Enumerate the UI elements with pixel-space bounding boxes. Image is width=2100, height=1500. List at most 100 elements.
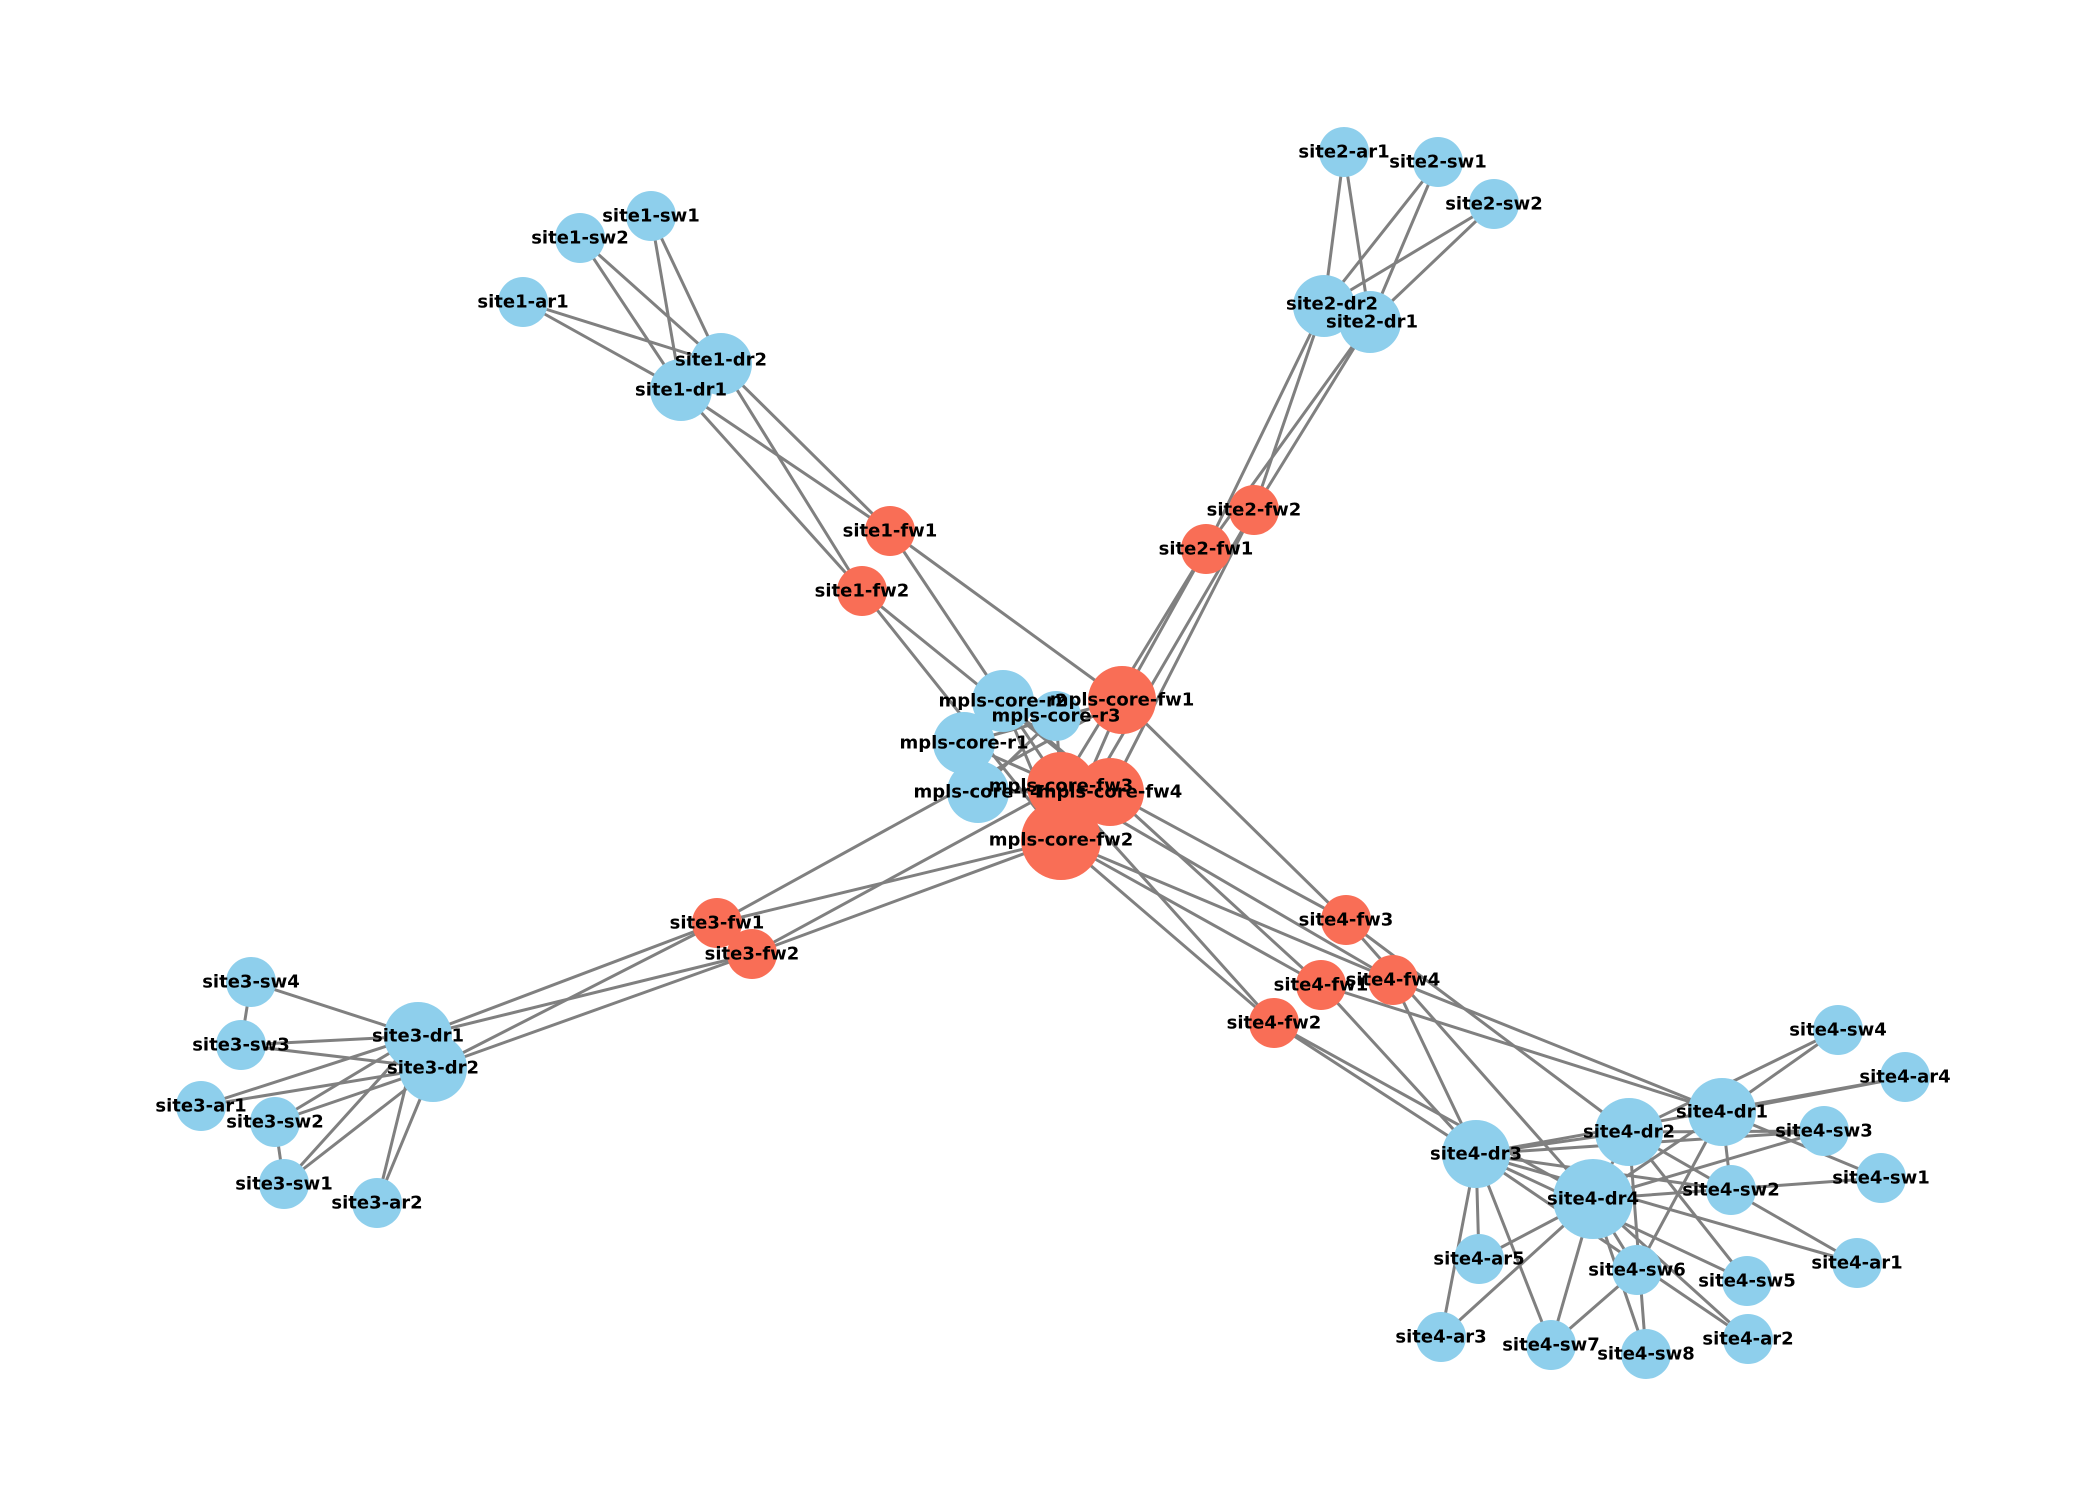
node-site1-sw2[interactable] — [555, 213, 605, 263]
node-site4-dr1[interactable] — [1688, 1078, 1756, 1146]
node-label-site2-sw1: site2-sw1 — [1389, 152, 1487, 173]
node-site4-ar3[interactable] — [1416, 1312, 1466, 1362]
node-mpls-core-fw4[interactable] — [1076, 758, 1144, 826]
node-label-site2-fw2: site2-fw2 — [1207, 500, 1302, 521]
node-site4-fw2[interactable] — [1249, 998, 1299, 1048]
node-site4-ar1[interactable] — [1832, 1238, 1882, 1288]
node-mpls-core-r2[interactable] — [972, 670, 1034, 732]
node-label-mpls-core-fw1: mpls-core-fw1 — [1050, 690, 1195, 711]
node-site2-dr1[interactable] — [1339, 291, 1401, 353]
node-label-site4-sw2: site4-sw2 — [1682, 1180, 1780, 1201]
node-site2-sw2[interactable] — [1469, 179, 1519, 229]
edge-site2-dr2--site2-fw2 — [1252, 304, 1326, 512]
node-label-site1-sw2: site1-sw2 — [531, 228, 629, 249]
edge-site3-fw2--mpls-core-fw3 — [750, 784, 1063, 956]
node-label-site4-sw8: site4-sw8 — [1597, 1344, 1695, 1365]
node-label-site3-fw1: site3-fw1 — [670, 913, 765, 934]
node-site4-sw2[interactable] — [1706, 1165, 1756, 1215]
edge-site4-fw2--site4-dr4 — [1272, 1021, 1595, 1201]
node-label-site4-dr3: site4-dr3 — [1430, 1144, 1522, 1165]
node-mpls-core-fw2[interactable] — [1021, 800, 1101, 880]
node-label-site1-dr1: site1-dr1 — [635, 380, 727, 401]
node-site4-sw3[interactable] — [1799, 1106, 1849, 1156]
node-label-site4-ar4: site4-ar4 — [1859, 1067, 1950, 1088]
node-site4-sw1[interactable] — [1856, 1153, 1906, 1203]
node-mpls-core-r4[interactable] — [947, 761, 1009, 823]
node-site1-ar1[interactable] — [498, 277, 548, 327]
node-site1-fw1[interactable] — [865, 506, 915, 556]
edge-site4-fw4--mpls-core-fw2 — [1059, 838, 1395, 982]
node-site3-sw4[interactable] — [226, 957, 276, 1007]
edge-site1-dr2--site1-fw2 — [719, 362, 864, 593]
node-site4-dr4[interactable] — [1553, 1159, 1633, 1239]
node-label-mpls-core-fw3: mpls-core-fw3 — [989, 776, 1134, 797]
edge-site3-fw2--site3-dr2 — [431, 952, 754, 1070]
node-site1-sw1[interactable] — [626, 191, 676, 241]
node-site4-fw3[interactable] — [1321, 895, 1371, 945]
node-label-site2-sw2: site2-sw2 — [1445, 194, 1543, 215]
node-site3-sw1[interactable] — [259, 1159, 309, 1209]
node-site3-sw3[interactable] — [216, 1020, 266, 1070]
node-site4-dr2[interactable] — [1595, 1098, 1663, 1166]
node-site2-sw1[interactable] — [1413, 137, 1463, 187]
node-label-site4-sw7: site4-sw7 — [1502, 1335, 1600, 1356]
node-label-site3-ar1: site3-ar1 — [155, 1096, 246, 1117]
node-label-site4-sw1: site4-sw1 — [1832, 1168, 1930, 1189]
node-site4-sw4[interactable] — [1813, 1005, 1863, 1055]
node-site3-fw2[interactable] — [727, 929, 777, 979]
node-label-site1-ar1: site1-ar1 — [477, 292, 568, 313]
edge-site4-ar1--site4-dr3 — [1474, 1152, 1859, 1265]
edge-site2-fw1--mpls-core-fw3 — [1059, 547, 1208, 788]
node-label-site4-fw2: site4-fw2 — [1227, 1013, 1322, 1034]
edge-site4-sw3--site4-dr4 — [1591, 1129, 1826, 1201]
node-mpls-core-r1[interactable] — [933, 712, 995, 774]
node-label-mpls-core-fw4: mpls-core-fw4 — [1038, 782, 1183, 803]
node-site4-sw7[interactable] — [1526, 1320, 1576, 1370]
node-site4-fw4[interactable] — [1368, 955, 1418, 1005]
node-site4-fw1[interactable] — [1296, 960, 1346, 1010]
node-mpls-core-r3[interactable] — [1031, 691, 1081, 741]
node-site2-fw2[interactable] — [1229, 485, 1279, 535]
edge-site3-ar1--site3-dr1 — [199, 1034, 420, 1108]
node-label-mpls-core-r4: mpls-core-r4 — [914, 782, 1043, 803]
edge-site2-dr2--site2-fw1 — [1204, 304, 1326, 551]
node-label-site3-dr1: site3-dr1 — [372, 1026, 464, 1047]
edge-site4-fw4--site4-dr1 — [1391, 978, 1724, 1114]
edge-site4-fw2--mpls-core-fw2 — [1059, 838, 1276, 1025]
node-label-site4-dr1: site4-dr1 — [1676, 1102, 1768, 1123]
node-site4-ar4[interactable] — [1880, 1052, 1930, 1102]
node-label-site4-ar1: site4-ar1 — [1811, 1253, 1902, 1274]
node-site2-ar1[interactable] — [1319, 127, 1369, 177]
node-site3-sw2[interactable] — [250, 1097, 300, 1147]
node-site4-sw8[interactable] — [1621, 1329, 1671, 1379]
node-label-site3-fw2: site3-fw2 — [705, 944, 800, 965]
edge-site2-sw2--site2-dr2 — [1322, 202, 1496, 308]
node-site4-dr3[interactable] — [1442, 1120, 1510, 1188]
node-site2-fw1[interactable] — [1181, 524, 1231, 574]
edge-site4-fw3--mpls-core-fw4 — [1108, 790, 1348, 922]
node-label-site2-dr1: site2-dr1 — [1326, 312, 1418, 333]
edge-site4-fw1--mpls-core-fw2 — [1059, 838, 1323, 987]
node-label-site4-ar3: site4-ar3 — [1395, 1327, 1486, 1348]
node-label-site3-sw1: site3-sw1 — [235, 1174, 333, 1195]
edge-site1-ar1--site1-dr2 — [521, 300, 723, 366]
node-site3-dr2[interactable] — [399, 1034, 467, 1102]
node-label-site2-dr2: site2-dr2 — [1286, 294, 1378, 315]
node-site3-ar1[interactable] — [176, 1081, 226, 1131]
node-site1-dr1[interactable] — [650, 359, 712, 421]
edge-site4-fw1--site4-dr1 — [1319, 983, 1724, 1114]
edge-site4-fw1--mpls-core-fw4 — [1108, 790, 1323, 987]
node-site1-fw2[interactable] — [837, 566, 887, 616]
node-site4-ar5[interactable] — [1454, 1234, 1504, 1284]
edge-site3-fw2--mpls-core-fw2 — [750, 838, 1063, 956]
node-mpls-core-fw1[interactable] — [1088, 666, 1156, 734]
node-site4-ar2[interactable] — [1723, 1314, 1773, 1364]
node-site4-sw5[interactable] — [1722, 1256, 1772, 1306]
edge-site3-ar1--site3-dr2 — [199, 1066, 435, 1108]
node-site4-sw6[interactable] — [1612, 1245, 1662, 1295]
node-label-site4-ar2: site4-ar2 — [1702, 1329, 1793, 1350]
node-site3-ar2[interactable] — [352, 1178, 402, 1228]
edge-site4-fw1--site4-dr3 — [1319, 983, 1478, 1156]
node-label-mpls-core-r2: mpls-core-r2 — [939, 691, 1068, 712]
node-site3-fw1[interactable] — [692, 898, 742, 948]
